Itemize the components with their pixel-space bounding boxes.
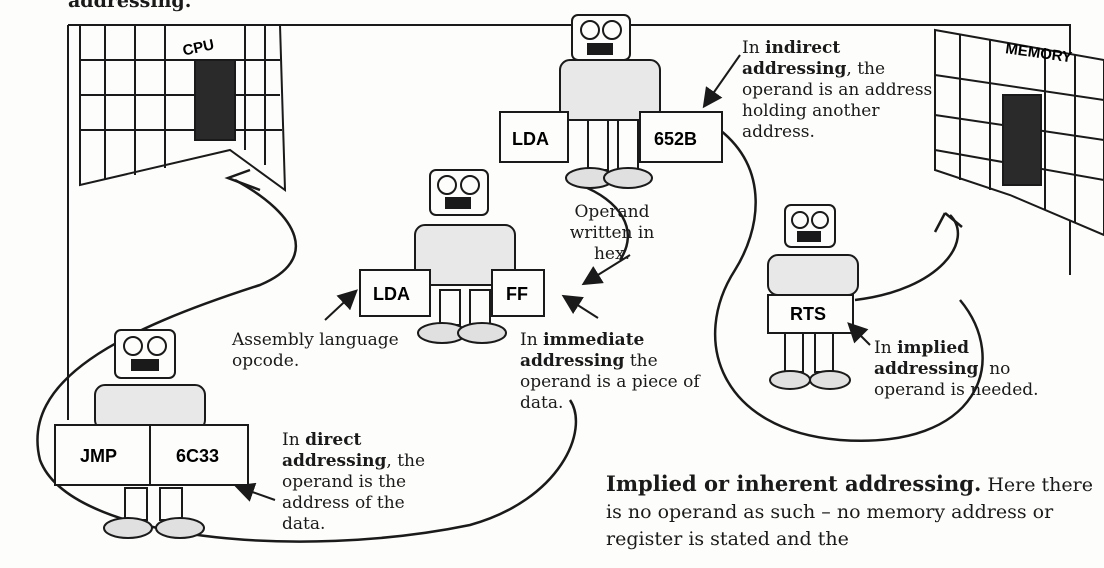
paragraph-body: Here there is no operand as such – no me… <box>606 474 1093 550</box>
sign-rts-text: RTS <box>790 304 826 324</box>
sign-lda-top-text: LDA <box>512 129 549 149</box>
sign-ff-text: FF <box>506 284 528 304</box>
sign-6c33 <box>149 424 249 486</box>
note-operand-hex: Operand written in hex. <box>569 202 655 264</box>
sign-6c33-text: 6C33 <box>176 446 219 466</box>
implied-addressing-paragraph: Implied or inherent addressing. Here the… <box>606 470 1104 553</box>
flow-paths <box>36 129 984 543</box>
memory-building <box>934 28 1104 237</box>
sign-ff <box>491 269 545 317</box>
robot-direct <box>94 329 206 539</box>
robot-indirect <box>559 14 661 189</box>
paragraph-lead: Implied or inherent addressing. <box>606 471 982 496</box>
sign-rts <box>767 294 854 334</box>
section-heading: addressing. <box>68 0 192 12</box>
sign-lda-mid <box>359 269 431 317</box>
sign-jmp <box>54 424 151 486</box>
note-immediate: In immediate addressing the operand is a… <box>520 330 700 413</box>
sign-652b-text: 652B <box>654 129 697 149</box>
note-indirect: In indirect addressing, the operand is a… <box>742 38 933 142</box>
robot-implied <box>767 204 859 390</box>
cpu-label: CPU <box>181 36 216 59</box>
note-direct: In direct addressing, the operand is the… <box>282 430 426 534</box>
sign-652b <box>639 111 723 163</box>
sign-jmp-text: JMP <box>80 446 117 466</box>
pointer-arrows <box>234 54 871 502</box>
sign-lda-mid-text: LDA <box>373 284 410 304</box>
cpu-building <box>79 24 287 193</box>
note-assembly: Assembly language opcode. <box>232 330 399 371</box>
sign-lda-top <box>499 111 569 163</box>
robot-immediate <box>414 169 516 344</box>
note-implied: In implied addressing, no operand is nee… <box>874 338 1039 400</box>
